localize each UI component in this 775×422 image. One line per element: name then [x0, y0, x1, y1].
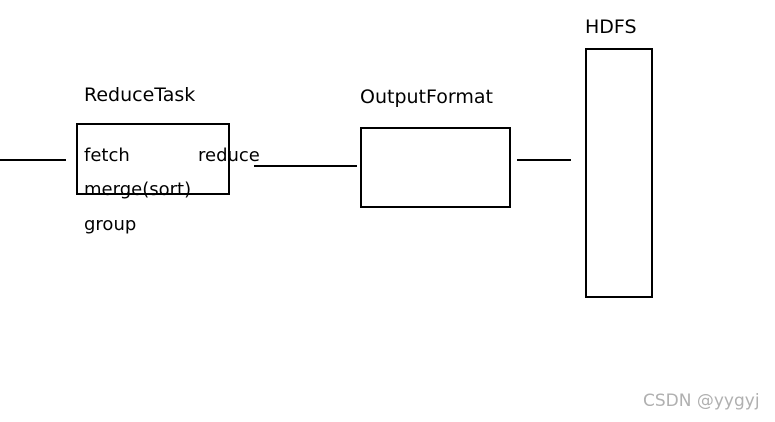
group-step-label: group — [84, 214, 137, 235]
reduce-step-label: reduce — [198, 145, 260, 166]
reduce-task-title: ReduceTask — [84, 84, 196, 106]
output-format-title: OutputFormat — [360, 86, 493, 108]
input-connector-line — [0, 159, 66, 161]
hdfs-title: HDFS — [585, 16, 637, 38]
fetch-step-label: fetch — [84, 145, 130, 166]
csdn-watermark: CSDN @yygyj — [643, 391, 760, 411]
reduce-task-box — [76, 123, 230, 195]
hdfs-box — [585, 48, 653, 298]
output-to-hdfs-connector-line — [517, 159, 571, 161]
output-format-box — [360, 127, 511, 208]
reduce-to-output-connector-line — [254, 165, 357, 167]
merge-sort-step-label: merge(sort) — [84, 179, 192, 200]
